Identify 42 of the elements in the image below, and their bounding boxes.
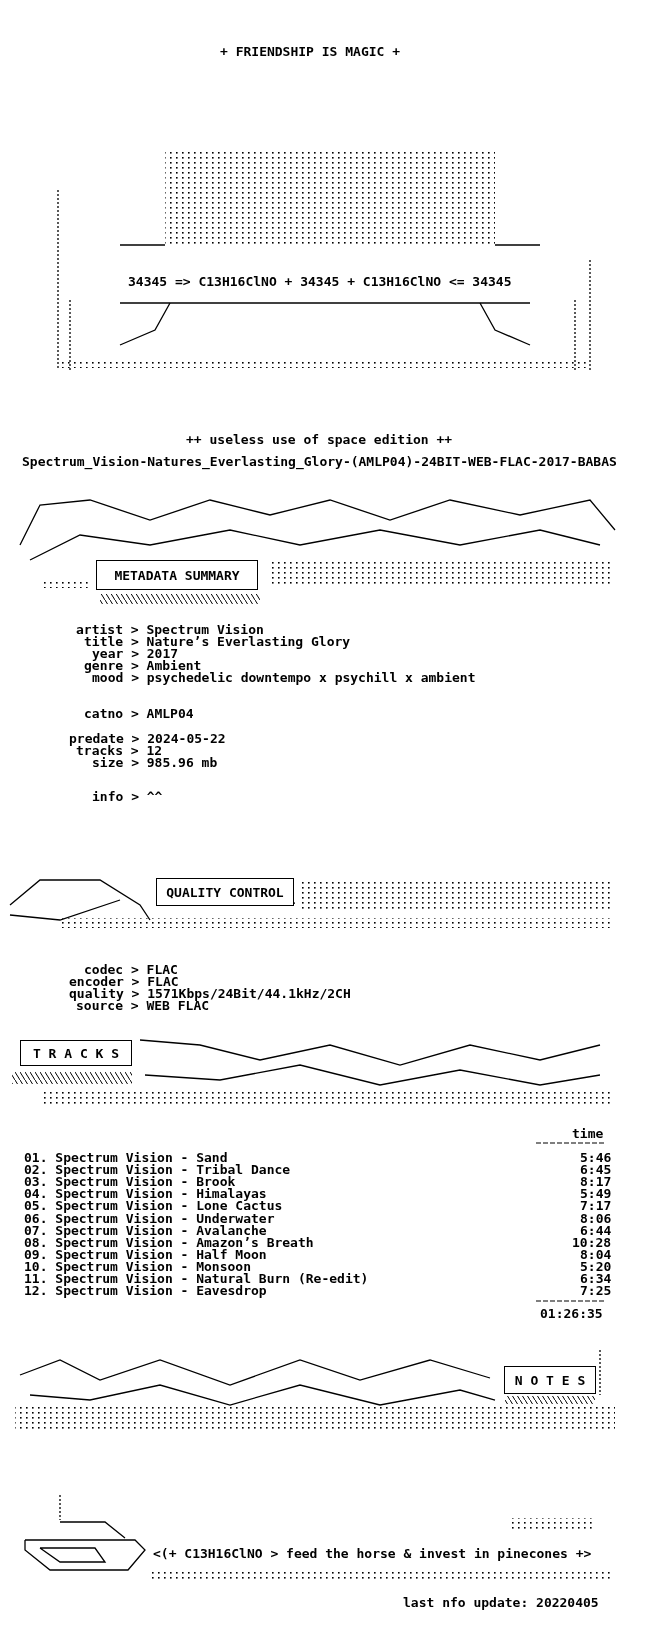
- column-header: time: [572, 1127, 604, 1141]
- track-time: 8:06: [580, 1212, 612, 1226]
- section-heading: N O T E S: [514, 1372, 586, 1388]
- section-heading-box: [96, 560, 258, 590]
- footer-note: <(+ C13H16ClNO > feed the horse & invest in pinecones +>: [153, 1547, 592, 1561]
- track-time: 7:17: [580, 1199, 612, 1213]
- track-title: 01. Spectrum Vision - Sand: [24, 1151, 228, 1165]
- metadata-row: mood > psychedelic downtempo x psychill x ambient: [92, 671, 476, 685]
- metadata-row: predate > 2024-05-22: [69, 732, 226, 746]
- track-title: 06. Spectrum Vision - Underwater: [24, 1212, 275, 1226]
- track-time: 6:45: [580, 1163, 612, 1177]
- track-time: 8:17: [580, 1175, 612, 1189]
- track-time: 5:46: [580, 1151, 612, 1165]
- section-heading: METADATA SUMMARY: [114, 567, 240, 583]
- track-time: 6:44: [580, 1224, 612, 1238]
- metadata-row: year > 2017: [92, 647, 179, 661]
- track-time: 6:34: [580, 1272, 612, 1286]
- section-heading-box: [20, 1040, 132, 1066]
- section-heading-box: [504, 1366, 596, 1394]
- track-time: 8:04: [580, 1248, 612, 1262]
- metadata-row: info > ^^: [92, 790, 163, 804]
- formula-line: 34345 => C13H16ClNO + 34345 + C13H16ClNO <= 34345: [128, 275, 512, 289]
- section-heading: T R A C K S: [32, 1045, 120, 1061]
- quality-row: encoder > FLAC: [69, 975, 179, 989]
- update-date: last nfo update: 20220405: [403, 1596, 599, 1610]
- total-time: 01:26:35: [540, 1307, 603, 1321]
- track-time: 5:20: [580, 1260, 612, 1274]
- track-time: 7:25: [580, 1284, 612, 1298]
- title: + FRIENDSHIP IS MAGIC +: [220, 45, 400, 59]
- metadata-row: artist > Spectrum Vision: [76, 623, 264, 637]
- section-heading: QUALITY CONTROL: [166, 884, 284, 900]
- quality-row: quality > 1571Kbps/24Bit/44.1kHz/2CH: [69, 987, 351, 1001]
- track-time: 5:49: [580, 1187, 612, 1201]
- metadata-row: tracks > 12: [76, 744, 163, 758]
- metadata-row: title > Nature’s Everlasting Glory: [84, 635, 351, 649]
- track-time: 10:28: [572, 1236, 612, 1250]
- quality-row: codec > FLAC: [84, 963, 178, 977]
- section-heading-box: [156, 878, 294, 906]
- release-name: Spectrum_Vision-Natures_Everlasting_Glory-(AMLP04)-24BIT-WEB-FLAC-2017-BABAS: [22, 455, 617, 469]
- edition-note: ++ useless use of space edition ++: [186, 433, 453, 447]
- metadata-row: size > 985.96 mb: [92, 756, 218, 770]
- metadata-row: catno > AMLP04: [84, 707, 194, 721]
